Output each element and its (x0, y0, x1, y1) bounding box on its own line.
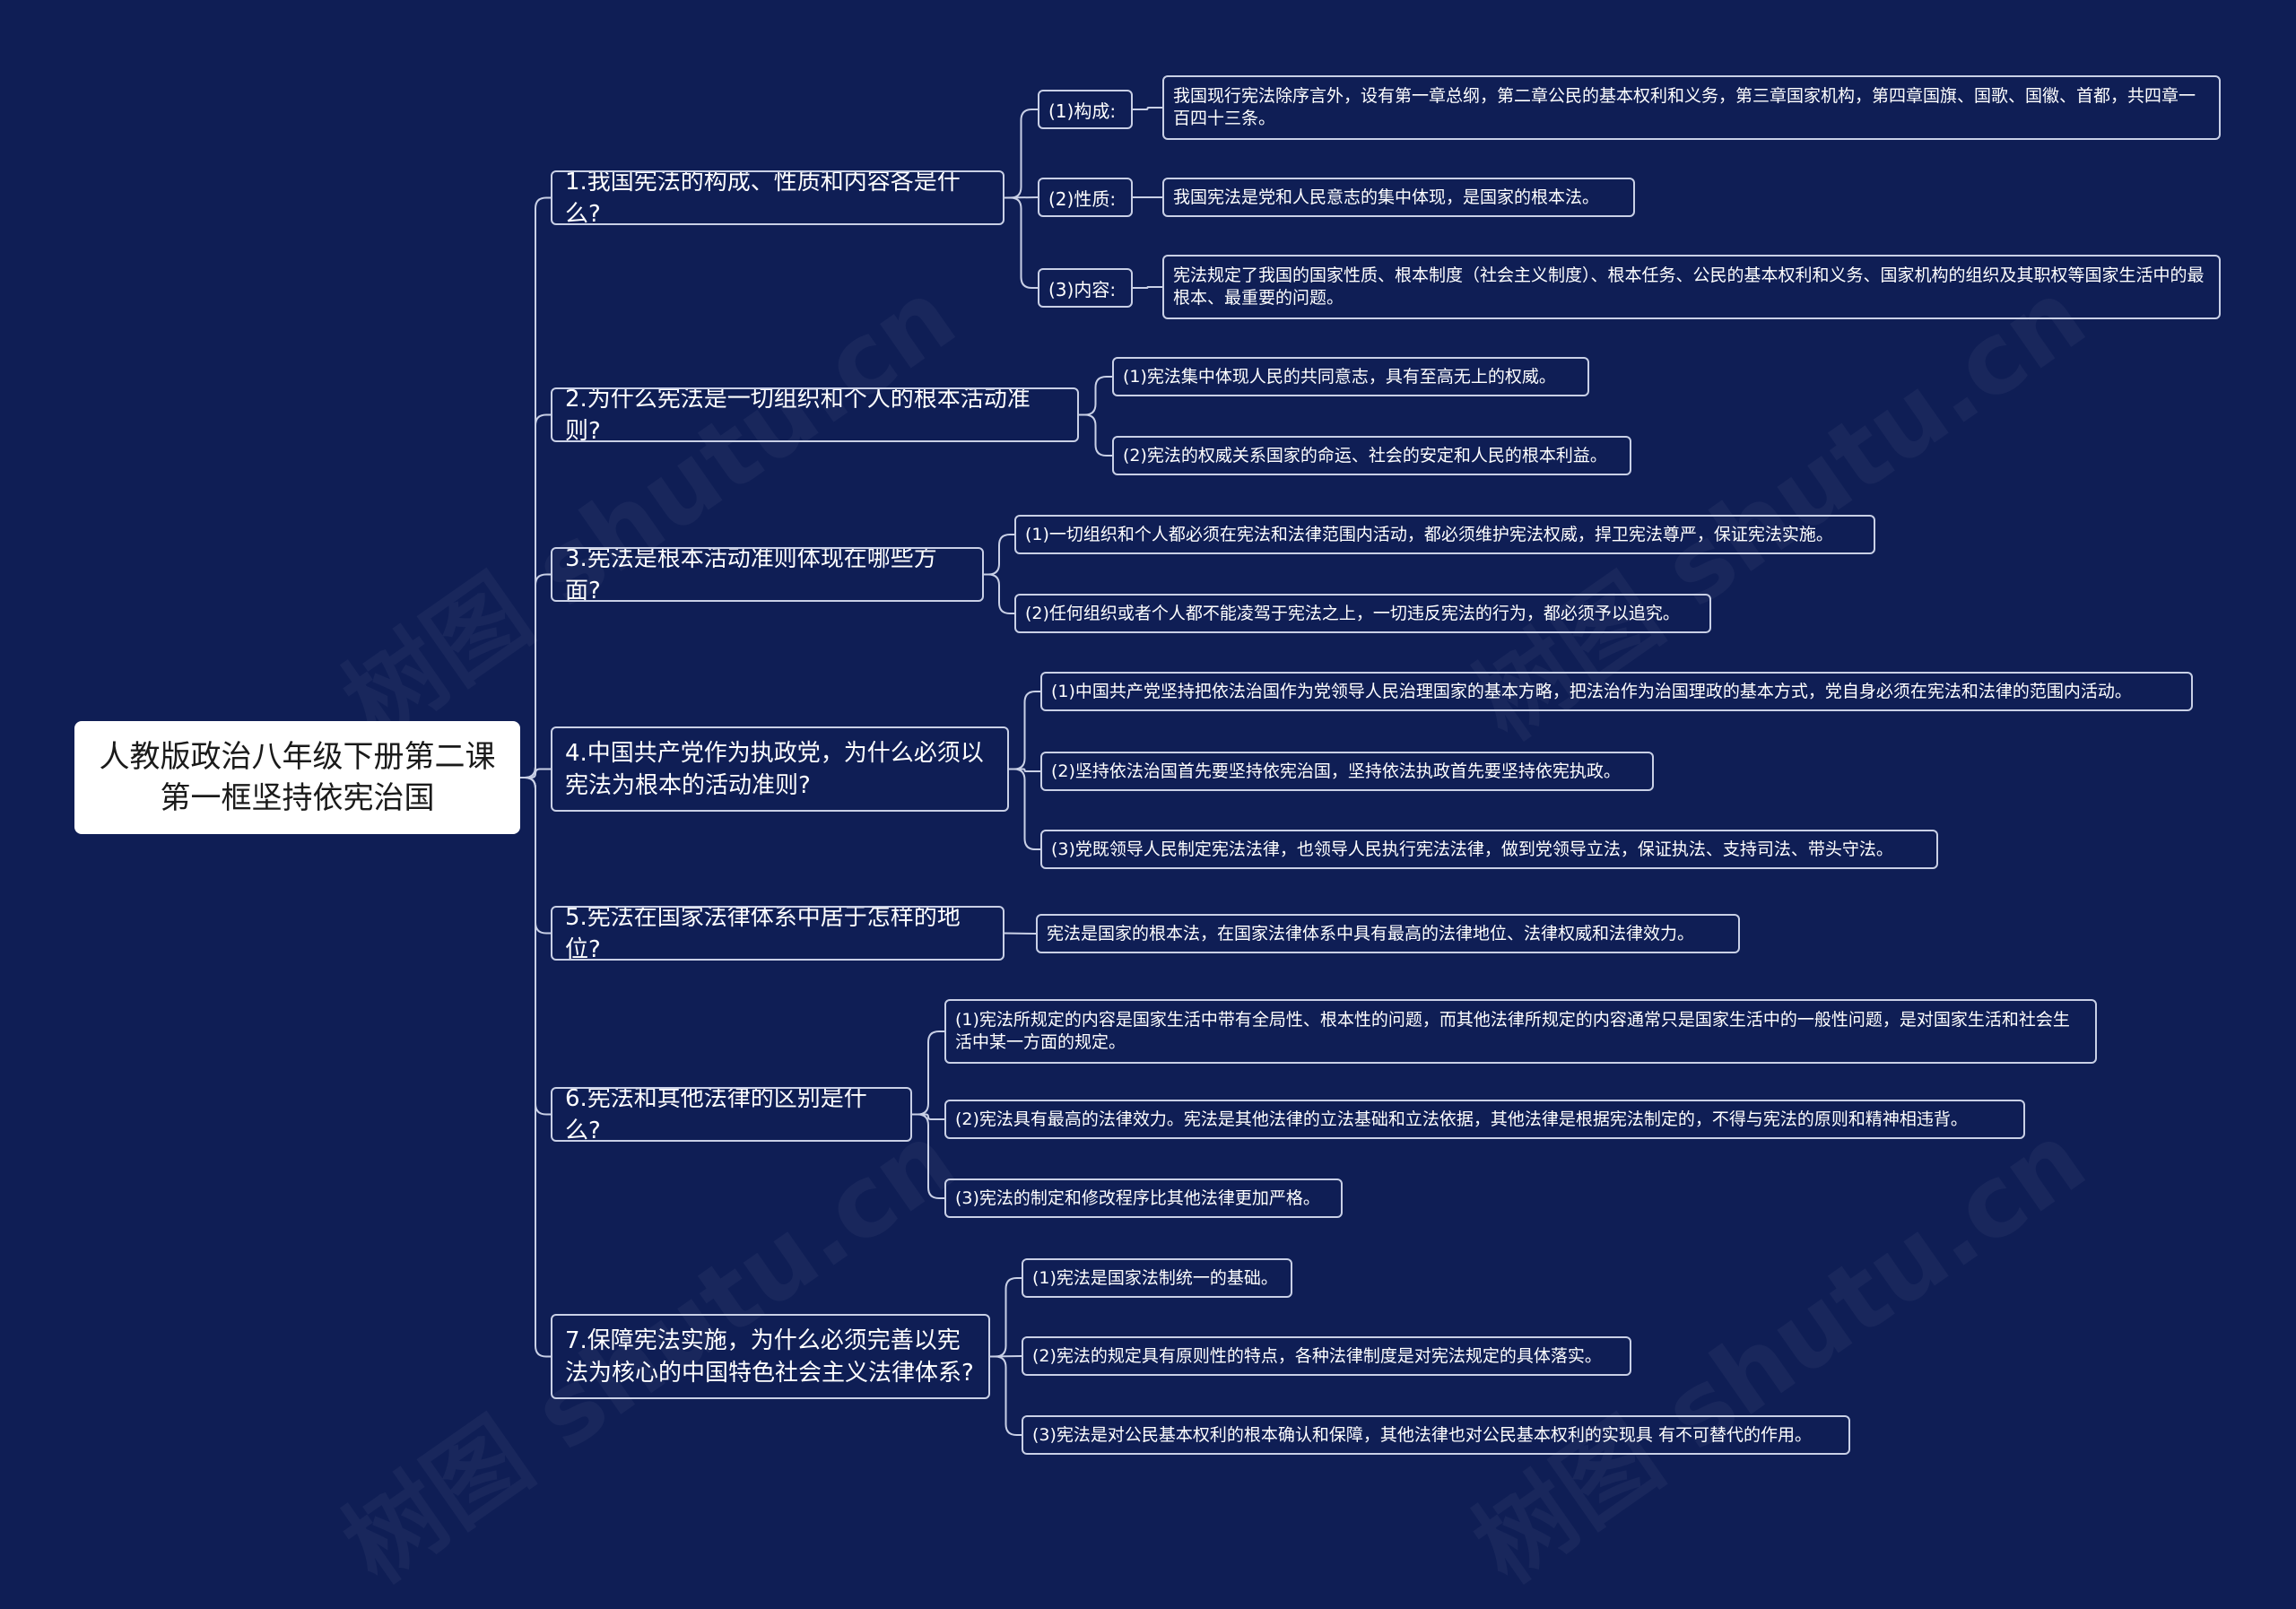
connector (1009, 768, 1040, 772)
connector (912, 1031, 944, 1116)
q2-answer-1[interactable]: (1)宪法集中体现人民的共同意志，具有至高无上的权威。 (1112, 357, 1589, 396)
connector (984, 534, 1014, 576)
q4-answer-2[interactable]: (2)坚持依法治国首先要坚持依宪治国，坚持依法执政首先要坚持依宪执政。 (1040, 752, 1654, 791)
q5-answer-1[interactable]: 宪法是国家的根本法，在国家法律体系中具有最高的法律地位、法律权威和法律效力。 (1036, 914, 1740, 953)
q4-answer-1[interactable]: (1)中国共产党坚持把依法治国作为党领导人民治理国家的基本方略，把法治作为治国理… (1040, 672, 2193, 711)
question-5[interactable]: 5.宪法在国家法律体系中居于怎样的地位? (551, 906, 1004, 961)
connector (1009, 768, 1040, 850)
connector (1079, 413, 1112, 457)
connector (1009, 691, 1040, 770)
connector (520, 768, 551, 778)
connector (520, 777, 551, 1358)
q7-answer-3[interactable]: (3)宪法是对公民基本权利的根本确认和保障，其他法律也对公民基本权利的实现具 有… (1022, 1415, 1850, 1455)
connector (1004, 109, 1038, 199)
q1-label-2[interactable]: (2)性质: (1038, 178, 1133, 217)
q6-answer-3[interactable]: (3)宪法的制定和修改程序比其他法律更加严格。 (944, 1178, 1343, 1218)
connector (990, 1277, 1022, 1358)
q7-answer-1[interactable]: (1)宪法是国家法制统一的基础。 (1022, 1258, 1292, 1298)
question-4[interactable]: 4.中国共产党作为执政党，为什么必须以宪法为根本的活动准则? (551, 726, 1009, 812)
q3-answer-2[interactable]: (2)任何组织或者个人都不能凌驾于宪法之上，一切违反宪法的行为，都必须予以追究。 (1014, 594, 1711, 633)
q1-answer-2[interactable]: 我国宪法是党和人民意志的集中体现，是国家的根本法。 (1162, 178, 1635, 217)
q2-answer-2[interactable]: (2)宪法的权威关系国家的命运、社会的安定和人民的根本利益。 (1112, 436, 1631, 475)
connector (912, 1113, 944, 1199)
q7-answer-2[interactable]: (2)宪法的规定具有原则性的特点，各种法律制度是对宪法规定的具体落实。 (1022, 1336, 1631, 1376)
question-7[interactable]: 7.保障宪法实施，为什么必须完善以宪法为核心的中国特色社会主义法律体系? (551, 1314, 990, 1399)
connector-lines (520, 107, 1162, 1436)
q4-answer-3[interactable]: (3)党既领导人民制定宪法法律，也领导人民执行宪法法律，做到党领导立法，保证执法… (1040, 830, 1938, 869)
mind-map-canvas: 树图 shutu.cn 树图 shutu.cn 树图 shutu.cn 树图 s… (74, 75, 2221, 1605)
connector (520, 573, 551, 778)
connector (984, 573, 1014, 614)
question-2[interactable]: 2.为什么宪法是一切组织和个人的根本活动准则? (551, 387, 1079, 442)
question-3[interactable]: 3.宪法是根本活动准则体现在哪些方面? (551, 547, 984, 602)
q6-answer-1[interactable]: (1)宪法所规定的内容是国家生活中带有全局性、根本性的问题，而其他法律所规定的内… (944, 999, 2097, 1064)
question-6[interactable]: 6.宪法和其他法律的区别是什么? (551, 1087, 912, 1142)
q1-label-1[interactable]: (1)构成: (1038, 90, 1133, 129)
connector (990, 1355, 1022, 1436)
q1-answer-3[interactable]: 宪法规定了我国的国家性质、根本制度（社会主义制度）、根本任务、公民的基本权利和义… (1162, 255, 2221, 319)
question-1[interactable]: 1.我国宪法的构成、性质和内容各是什么? (551, 170, 1004, 225)
connector (1079, 376, 1112, 416)
connector (1004, 196, 1038, 289)
q6-answer-2[interactable]: (2)宪法具有最高的法律效力。宪法是其他法律的立法基础和立法依据，其他法律是根据… (944, 1100, 2025, 1139)
connector (1133, 286, 1162, 289)
q1-answer-1[interactable]: 我国现行宪法除序言外，设有第一章总纲，第二章公民的基本权利和义务，第三章国家机构… (1162, 75, 2221, 140)
connector (912, 1113, 944, 1120)
connector (1133, 107, 1162, 110)
root-topic[interactable]: 人教版政治八年级下册第二课第一框坚持依宪治国 (74, 721, 520, 834)
q1-label-3[interactable]: (3)内容: (1038, 268, 1133, 308)
connector (1004, 932, 1037, 935)
q3-answer-1[interactable]: (1)一切组织和个人都必须在宪法和法律范围内活动，都必须维护宪法权威，捍卫宪法尊… (1014, 515, 1875, 554)
